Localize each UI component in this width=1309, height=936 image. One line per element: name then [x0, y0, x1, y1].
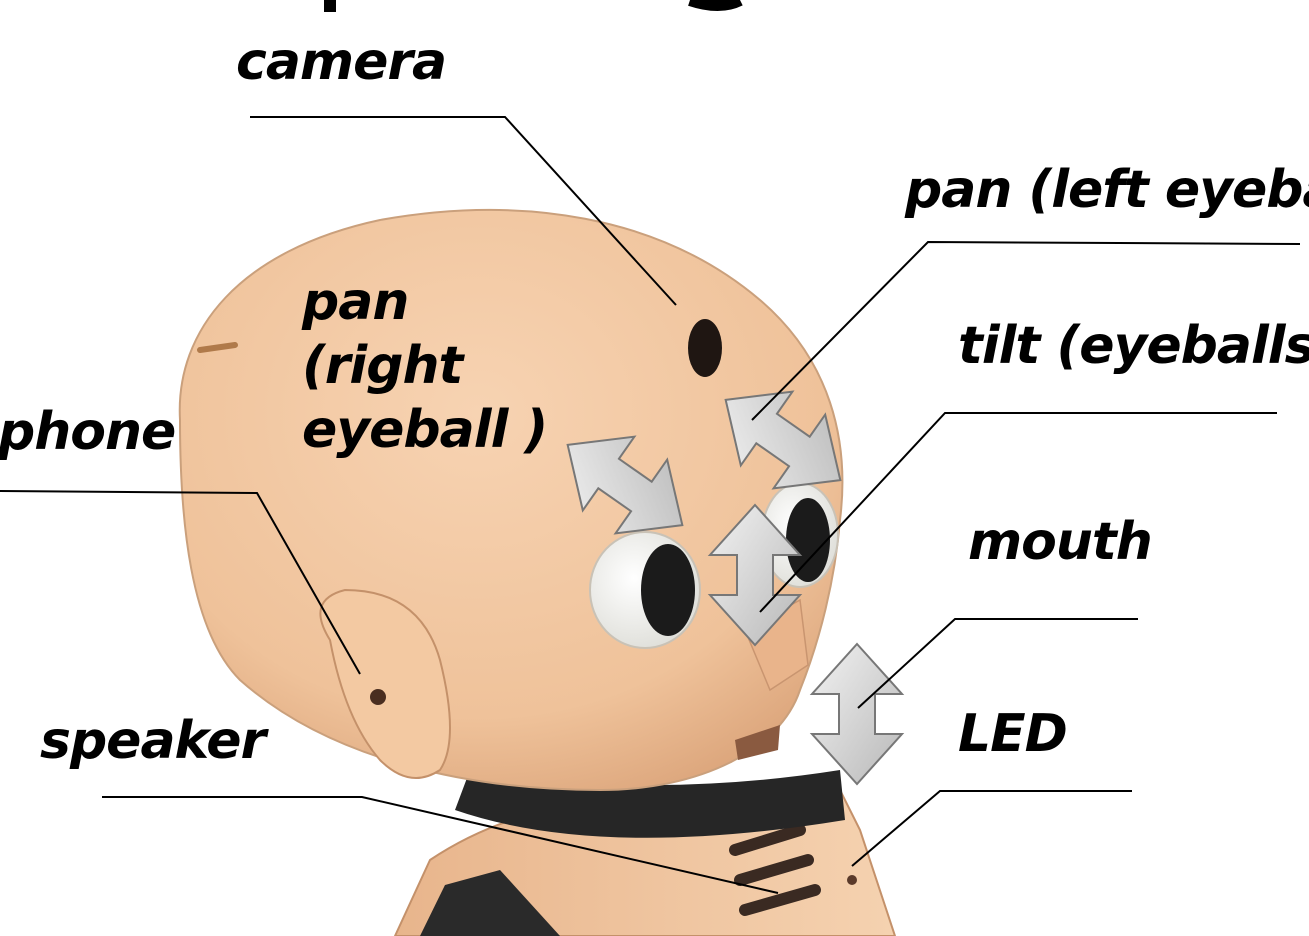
speaker-label: speaker — [40, 715, 265, 767]
camera-label: camera — [236, 36, 446, 88]
tilt-eyeballs-label: tilt (eyeballs) — [958, 320, 1309, 372]
microphone-label: phone — [0, 406, 175, 458]
left-pupil — [786, 498, 830, 582]
led-light — [847, 875, 857, 885]
mouth-label: mouth — [968, 516, 1152, 568]
pan-left-eyeball-label: pan (left eyeball) — [905, 164, 1309, 216]
mouth-arrow — [812, 644, 902, 784]
right-pupil — [641, 544, 695, 636]
cropped-title-fragment — [330, 0, 740, 12]
pan-right-eyeball-label: pan (right eyeball ) — [302, 270, 547, 462]
led-label: LED — [958, 708, 1067, 760]
microphone-hole — [370, 689, 386, 705]
led-leader-line — [852, 791, 1132, 866]
camera-lens — [688, 319, 722, 377]
